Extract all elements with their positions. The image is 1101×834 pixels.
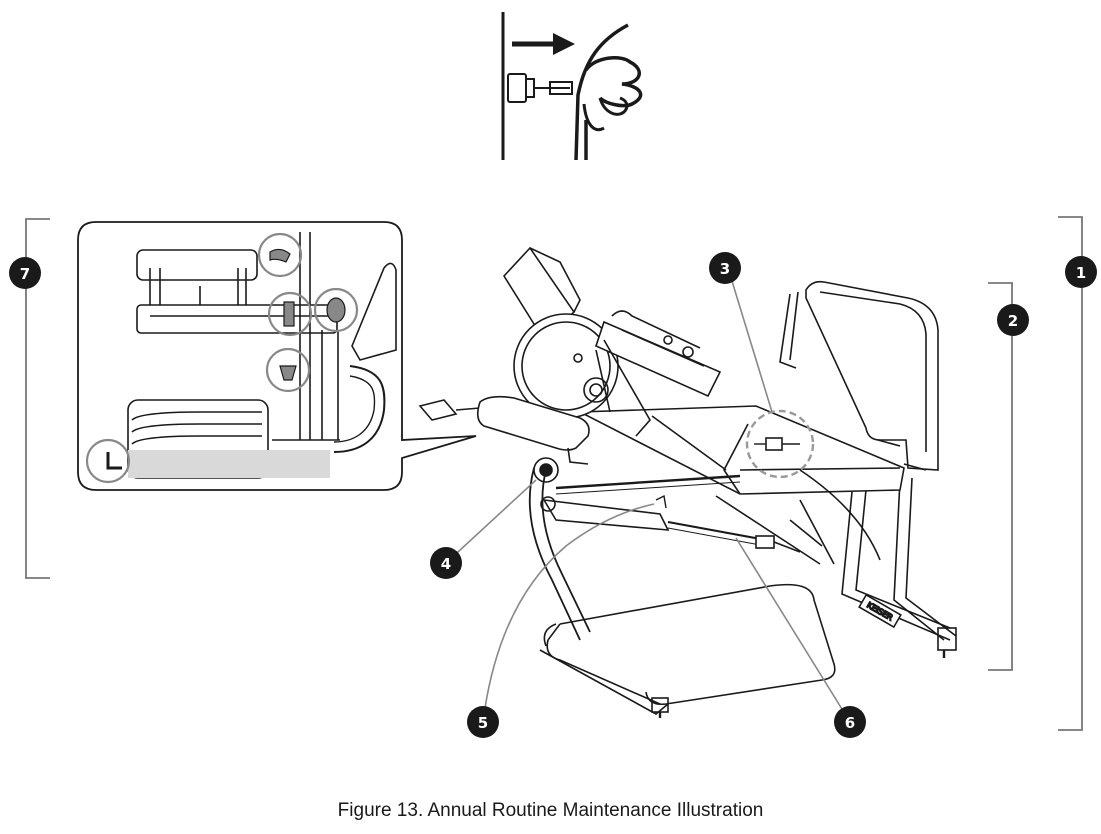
callout-badge-5: 5 — [467, 706, 499, 738]
leader-3 — [727, 267, 773, 413]
callout-label-2: 2 — [1008, 312, 1018, 330]
inset-circle-hex-key — [85, 438, 131, 484]
inset-circle-knob — [313, 287, 359, 333]
inset-circle-seat-knob — [257, 232, 303, 278]
leader-4 — [445, 479, 537, 564]
bracket-2 — [988, 282, 1013, 671]
callout-badge-2: 2 — [997, 304, 1029, 336]
callout-badge-1: 1 — [1065, 256, 1097, 288]
callout-badge-3: 3 — [709, 252, 741, 284]
bracket-1 — [1058, 216, 1083, 731]
callout-badge-6: 6 — [834, 706, 866, 738]
callout-label-7: 7 — [20, 265, 30, 283]
leader-lines — [445, 267, 851, 723]
callout-label-3: 3 — [720, 260, 730, 278]
callout-badge-4: 4 — [430, 547, 462, 579]
callout-label-1: 1 — [1076, 264, 1086, 282]
push-arrow-icon — [553, 33, 575, 55]
inset-circle-lever — [265, 347, 311, 393]
leader-5 — [482, 503, 655, 723]
bracket-7 — [25, 218, 50, 579]
callout-badges: 7 1 2 3 4 5 6 — [9, 252, 1097, 738]
leg-press-machine: KEISER — [418, 246, 957, 718]
disconnect-inset — [501, 12, 643, 161]
callout-label-6: 6 — [845, 714, 855, 732]
callout-badge-7: 7 — [9, 257, 41, 289]
detail-inset — [77, 221, 477, 491]
figure-caption: Figure 13. Annual Routine Maintenance Il… — [337, 800, 764, 821]
leader-6 — [735, 537, 851, 723]
callout-label-4: 4 — [441, 555, 451, 573]
callout-label-5: 5 — [478, 714, 488, 732]
brackets — [25, 216, 1083, 731]
inset-circle-pin — [267, 291, 313, 337]
